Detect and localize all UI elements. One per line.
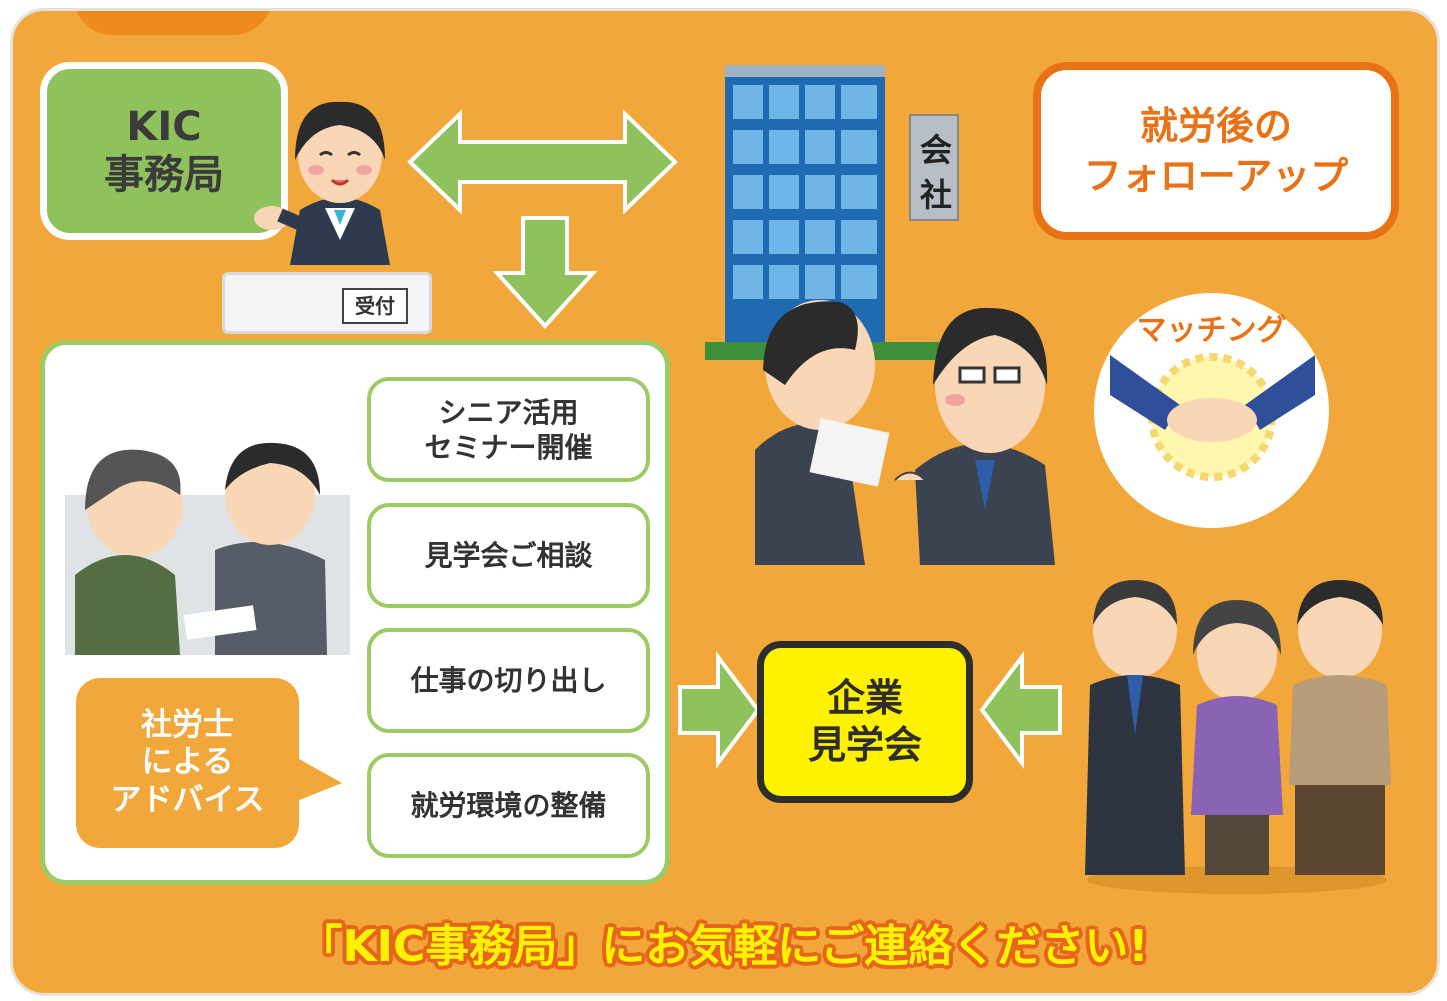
tab-decoration [73, 11, 273, 35]
kic-office-label: KIC 事務局 [104, 104, 224, 198]
followup-label: 就労後の フォローアップ [1083, 103, 1349, 198]
handshake-illustration [1110, 353, 1315, 481]
kic-office-box: KIC 事務局 [40, 62, 288, 240]
receptionist-illustration [254, 101, 390, 265]
arrow-right-to-tour [678, 651, 761, 769]
service-job-carving: 仕事の切り出し [367, 628, 650, 733]
followup-box: 就労後の フォローアップ [1033, 62, 1399, 240]
seniors-group-illustration [1085, 580, 1391, 894]
matching-label: マッチング [1136, 313, 1287, 348]
company-sign-bottom: 社 [919, 176, 952, 214]
contact-message: 「KIC事務局」にお気軽にご連絡ください! [298, 921, 1149, 972]
down-arrow [492, 216, 598, 329]
company-tour-box: 企業 見学会 [757, 641, 973, 803]
service-consultation: 見学会ご相談 [367, 503, 650, 608]
arrow-left-to-tour [979, 651, 1062, 769]
reception-sign: 受付 [342, 288, 408, 324]
advice-bubble: 社労士 による アドバイス [76, 678, 299, 848]
consultation-illustration [65, 442, 350, 655]
service-work-environment: 就労環境の整備 [367, 753, 650, 858]
double-arrow [407, 109, 678, 215]
services-panel: シニア活用 セミナー開催 見学会ご相談 仕事の切り出し 就労環境の整備 [40, 340, 670, 885]
service-seminar: シニア活用 セミナー開催 [367, 377, 650, 482]
business-exchange-illustration [755, 300, 1055, 565]
company-sign-top: 会 [919, 131, 952, 169]
advice-bubble-tail [292, 755, 342, 803]
